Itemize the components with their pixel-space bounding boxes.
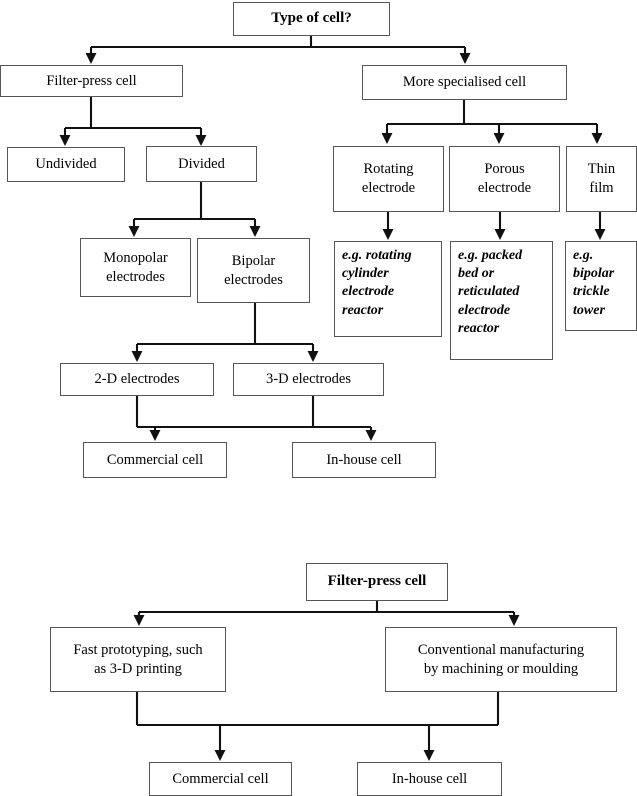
node-monopolar-electrodes[interactable]: Monopolar electrodes	[80, 238, 191, 297]
node-more-specialised-cell[interactable]: More specialised cell	[362, 65, 567, 100]
node-label: More specialised cell	[402, 74, 527, 91]
node-eg-rotating-cylinder-electrode-reactor[interactable]: e.g. rotating cylinder electrode reactor	[334, 241, 442, 337]
node-label: Commercial cell	[106, 451, 204, 468]
node-label: Rotating electrode	[361, 161, 416, 196]
node-thin-film[interactable]: Thin film	[566, 146, 637, 212]
node-label: Conventional manufacturing by machining …	[417, 641, 585, 677]
node-label: Divided	[178, 155, 225, 172]
node-eg-packed-bed-or-reticulated-electrode-reactor[interactable]: e.g. packed bed or reticulated electrode…	[450, 241, 553, 360]
node-label: e.g. rotating cylinder electrode reactor	[342, 248, 412, 318]
node-bipolar-electrodes[interactable]: Bipolar electrodes	[197, 238, 310, 303]
node-porous-electrode[interactable]: Porous electrode	[449, 146, 560, 212]
node-fast-prototyping[interactable]: Fast prototyping, such as 3-D printing	[50, 627, 226, 692]
node-label: Type of cell?	[271, 10, 352, 27]
node-filter-press-cell-chart2[interactable]: Filter-press cell	[306, 563, 448, 601]
node-label: Monopolar electrodes	[103, 249, 168, 285]
node-rotating-electrode[interactable]: Rotating electrode	[333, 146, 444, 212]
node-undivided[interactable]: Undivided	[7, 147, 125, 182]
node-label: In-house cell	[391, 770, 468, 787]
node-label: Undivided	[35, 156, 97, 173]
node-label: e.g. bipolar trickle tower	[573, 248, 615, 318]
node-label: Commercial cell	[172, 770, 269, 787]
node-commercial-cell-chart2[interactable]: Commercial cell	[149, 762, 292, 796]
node-label: In-house cell	[326, 451, 402, 468]
node-label: 3-D electrodes	[266, 371, 351, 388]
node-type-of-cell[interactable]: Type of cell?	[233, 2, 390, 36]
node-conventional-manufacturing[interactable]: Conventional manufacturing by machining …	[385, 627, 617, 692]
node-label: 2-D electrodes	[94, 371, 180, 388]
node-in-house-cell-chart2[interactable]: In-house cell	[357, 762, 502, 796]
node-2d-electrodes[interactable]: 2-D electrodes	[60, 363, 214, 396]
node-label: Thin film	[587, 161, 616, 196]
node-label: Porous electrode	[477, 161, 532, 196]
node-divided[interactable]: Divided	[146, 146, 257, 182]
node-label: Filter-press cell	[46, 72, 137, 89]
node-label: Bipolar electrodes	[224, 252, 283, 288]
node-eg-bipolar-trickle-tower[interactable]: e.g. bipolar trickle tower	[565, 241, 637, 331]
node-3d-electrodes[interactable]: 3-D electrodes	[233, 363, 384, 396]
node-filter-press-cell[interactable]: Filter-press cell	[0, 65, 183, 97]
node-in-house-cell-chart1[interactable]: In-house cell	[292, 442, 436, 478]
node-label: Filter-press cell	[327, 573, 427, 590]
node-label: Fast prototyping, such as 3-D printing	[73, 641, 203, 677]
node-commercial-cell-chart1[interactable]: Commercial cell	[83, 442, 227, 478]
node-label: e.g. packed bed or reticulated electrode…	[458, 248, 523, 336]
